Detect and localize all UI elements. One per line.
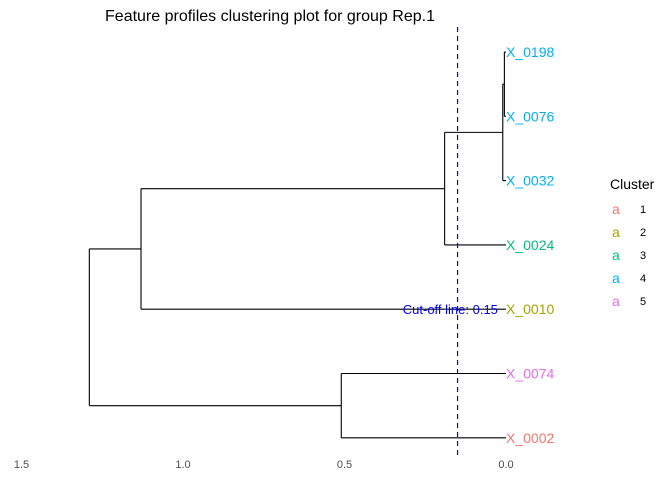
legend-label-cluster-1: 1	[640, 204, 646, 216]
x-tick-label: 0.5	[337, 459, 352, 471]
legend-label-cluster-2: 2	[640, 227, 646, 239]
legend: Cluster a 1 a 2 a 3 a 4 a 5	[610, 176, 655, 309]
cutoff: Cut-off line: 0.15	[403, 27, 498, 458]
dendrogram-branches	[88, 51, 506, 439]
leaf-label: X_0002	[506, 430, 554, 446]
legend-key-cluster-5: a	[612, 293, 620, 309]
legend-items: a 1 a 2 a 3 a 4 a 5	[612, 201, 646, 309]
chart-title: Feature profiles clustering plot for gro…	[105, 8, 435, 25]
leaf-label: X_0198	[506, 44, 554, 60]
legend-key-cluster-2: a	[612, 224, 620, 240]
x-tick-label: 1.5	[14, 459, 29, 471]
x-axis: 1.5 1.0 0.5 0.0	[14, 459, 514, 471]
legend-key-cluster-4: a	[612, 270, 620, 286]
leaf-label: X_0024	[506, 237, 554, 253]
x-tick-label: 1.0	[175, 459, 190, 471]
legend-label-cluster-4: 4	[640, 273, 646, 285]
legend-title: Cluster	[610, 176, 655, 192]
leaf-label: X_0032	[506, 173, 554, 189]
leaf-label: X_0076	[506, 108, 554, 124]
leaf-label: X_0074	[506, 366, 554, 382]
legend-key-cluster-1: a	[612, 201, 620, 217]
legend-label-cluster-5: 5	[640, 296, 646, 308]
leaf-labels: X_0198X_0076X_0032X_0024X_0010X_0074X_00…	[506, 44, 554, 446]
leaf-label: X_0010	[506, 301, 554, 317]
legend-key-cluster-3: a	[612, 247, 620, 263]
cutoff-label: Cut-off line: 0.15	[403, 302, 498, 317]
legend-label-cluster-3: 3	[640, 250, 646, 262]
x-tick-label: 0.0	[498, 459, 513, 471]
